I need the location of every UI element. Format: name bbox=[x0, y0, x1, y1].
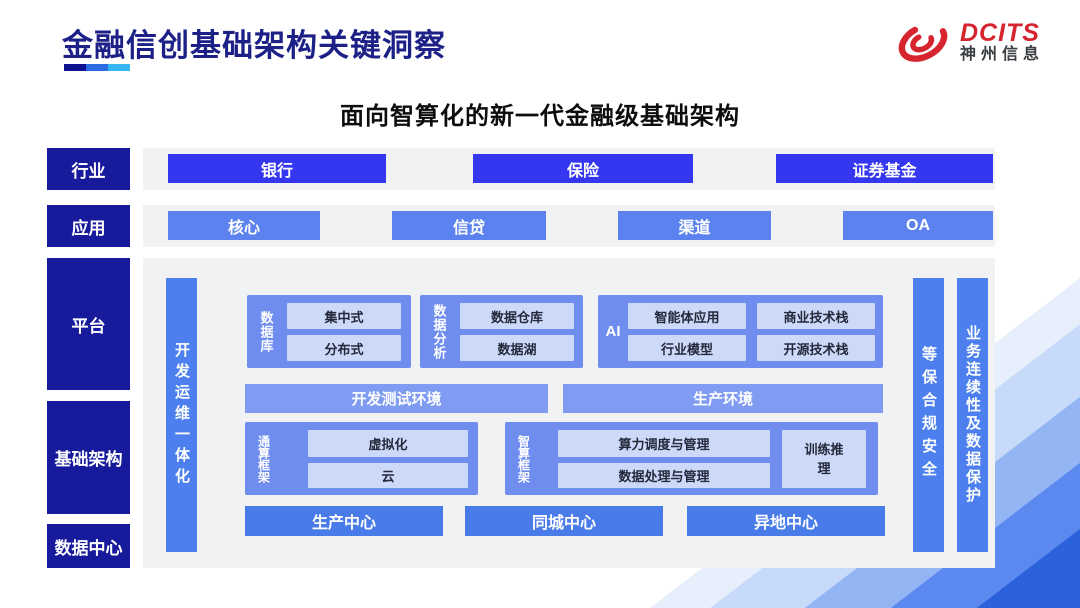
title-underline bbox=[64, 64, 130, 71]
dev-test-env-bar: 开发测试环境 bbox=[245, 384, 548, 413]
underline-segment bbox=[108, 64, 130, 71]
application-item-oa: OA bbox=[843, 211, 993, 240]
database-item-centralized: 集中式 bbox=[287, 303, 401, 329]
dcits-swirl-icon bbox=[898, 22, 948, 62]
ai-item-industry-model: 行业模型 bbox=[628, 335, 746, 361]
industry-item-securities: 证券基金 bbox=[776, 154, 993, 183]
layer-label-application: 应用 bbox=[47, 205, 130, 247]
production-env-bar: 生产环境 bbox=[563, 384, 883, 413]
compute-item-cloud: 云 bbox=[308, 463, 468, 488]
underline-segment bbox=[64, 64, 86, 71]
business-continuity-bar: 业务连续性及数据保护 bbox=[957, 278, 988, 552]
analytics-group: 数据分析 数据仓库 数据湖 bbox=[420, 295, 583, 368]
ai-group: AI 智能体应用 商业技术栈 行业模型 开源技术栈 bbox=[598, 295, 883, 368]
industry-item-insurance: 保险 bbox=[473, 154, 693, 183]
security-compliance-bar: 等保合规安全 bbox=[913, 278, 944, 552]
layer-label-industry: 行业 bbox=[47, 148, 130, 190]
dcits-logo: DCITS 神州信息 bbox=[894, 16, 1044, 68]
logo-brand-text: DCITS bbox=[959, 19, 1040, 48]
logo-company-text: 神州信息 bbox=[959, 45, 1044, 63]
analytics-item-lake: 数据湖 bbox=[460, 335, 574, 361]
application-item-credit: 信贷 bbox=[392, 211, 546, 240]
analytics-item-warehouse: 数据仓库 bbox=[460, 303, 574, 329]
ai-item-commercial-stack: 商业技术栈 bbox=[757, 303, 875, 329]
ai-compute-group-label: 智算框架 bbox=[516, 434, 531, 483]
ai-item-agent-app: 智能体应用 bbox=[628, 303, 746, 329]
ai-compute-item-data-processing: 数据处理与管理 bbox=[558, 463, 770, 488]
ai-compute-group: 智算框架 算力调度与管理 数据处理与管理 训练推理 bbox=[505, 422, 878, 495]
layer-label-platform: 平台 bbox=[47, 258, 130, 390]
compute-item-virtualization: 虚拟化 bbox=[308, 430, 468, 457]
database-group-label: 数据库 bbox=[258, 310, 274, 353]
center-production: 生产中心 bbox=[245, 506, 443, 536]
application-item-channel: 渠道 bbox=[618, 211, 771, 240]
center-same-city: 同城中心 bbox=[465, 506, 663, 536]
center-remote: 异地中心 bbox=[687, 506, 885, 536]
general-compute-group: 通算框架 虚拟化 云 bbox=[245, 422, 478, 495]
ai-item-opensource-stack: 开源技术栈 bbox=[757, 335, 875, 361]
analytics-group-label: 数据分析 bbox=[431, 303, 447, 360]
ai-compute-item-training-inference: 训练推理 bbox=[782, 430, 866, 488]
ai-compute-item-scheduling: 算力调度与管理 bbox=[558, 430, 770, 457]
application-item-core: 核心 bbox=[168, 211, 320, 240]
devops-vertical-bar: 开发运维一体化 bbox=[166, 278, 197, 552]
industry-item-bank: 银行 bbox=[168, 154, 386, 183]
diagram-subtitle: 面向智算化的新一代金融级基础架构 bbox=[340, 103, 740, 130]
general-compute-group-label: 通算框架 bbox=[256, 434, 271, 483]
layer-label-infrastructure: 基础架构 bbox=[47, 401, 130, 514]
ai-group-label: AI bbox=[605, 323, 621, 340]
architecture-panel: 开发运维一体化 数据库 集中式 分布式 数据分析 数据仓库 数据湖 AI 智能体… bbox=[143, 258, 995, 568]
database-item-distributed: 分布式 bbox=[287, 335, 401, 361]
database-group: 数据库 集中式 分布式 bbox=[247, 295, 411, 368]
page-title: 金融信创基础架构关键洞察 bbox=[62, 28, 446, 63]
layer-label-datacenter: 数据中心 bbox=[47, 524, 130, 568]
underline-segment bbox=[86, 64, 108, 71]
